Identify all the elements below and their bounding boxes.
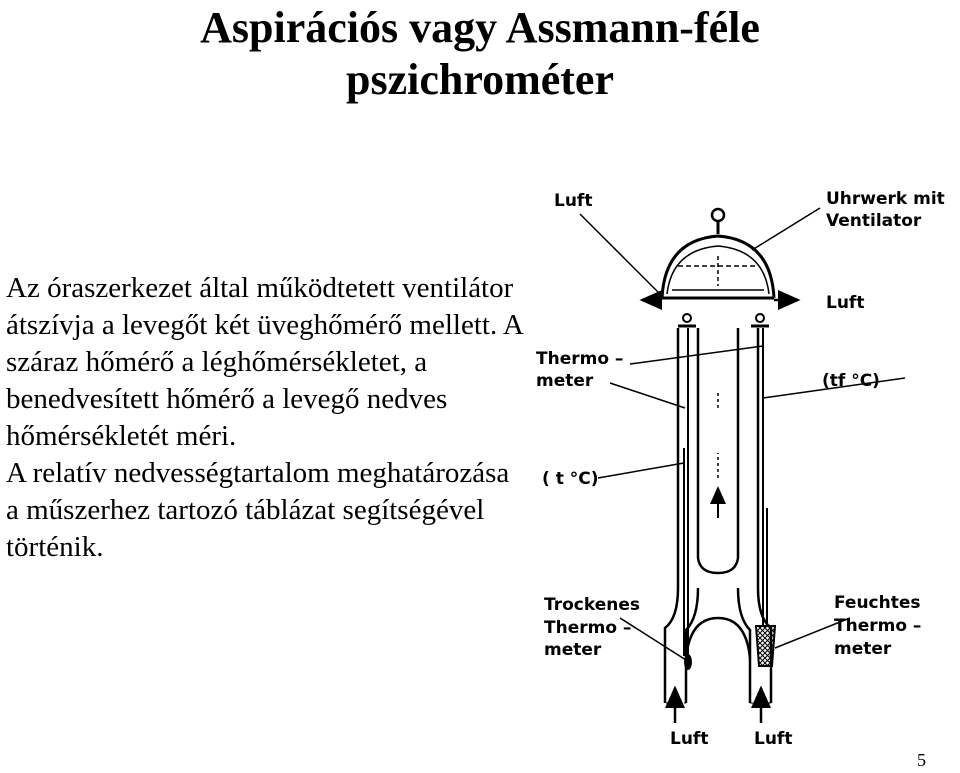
leader-lines	[579, 207, 906, 661]
label-feuchtes-line2: Thermo –	[834, 616, 921, 636]
label-luft-bottom-right: Luft	[754, 729, 792, 749]
label-t: ( t °C)	[542, 469, 598, 489]
paragraph-2: A relatív nedvességtartalom meghatározás…	[6, 457, 510, 563]
paragraph-1: Az óraszerkezet által működtetett ventil…	[6, 272, 523, 452]
clockwork-dome	[660, 234, 776, 300]
page-number: 5	[917, 750, 926, 770]
label-luft-right: Luft	[826, 293, 864, 313]
dry-thermometer	[683, 328, 692, 670]
title-line-2: pszichrométer	[346, 55, 614, 104]
label-luft-bottom-left: Luft	[670, 729, 708, 749]
thermometer-caps	[678, 313, 769, 328]
label-luft-top: Luft	[554, 191, 592, 211]
label-uhrwerk-line1: Uhrwerk mit	[826, 189, 945, 209]
label-tf: (tf °C)	[822, 371, 880, 391]
wick-mesh	[754, 625, 777, 667]
label-uhrwerk-line2: Ventilator	[826, 211, 922, 231]
wet-thermometer	[754, 328, 777, 667]
label-thermometer-line2: meter	[536, 371, 594, 391]
label-trockenes-line1: Trockenes	[544, 595, 640, 615]
label-feuchtes-line1: Feuchtes	[834, 593, 921, 613]
slide-title: Aspirációs vagy Assmann-féle pszichromét…	[0, 2, 960, 106]
title-line-1: Aspirációs vagy Assmann-féle	[200, 3, 760, 52]
label-trockenes-line3: meter	[544, 640, 602, 660]
psychrometer-diagram: Luft Uhrwerk mit Ventilator Luft Thermo …	[536, 189, 945, 749]
body-text: Az óraszerkezet által működtetett ventil…	[6, 270, 526, 566]
winding-knob	[710, 207, 726, 234]
label-thermometer-line1: Thermo –	[536, 349, 623, 369]
label-trockenes-line2: Thermo –	[544, 618, 631, 638]
label-feuchtes-line3: meter	[834, 639, 892, 659]
